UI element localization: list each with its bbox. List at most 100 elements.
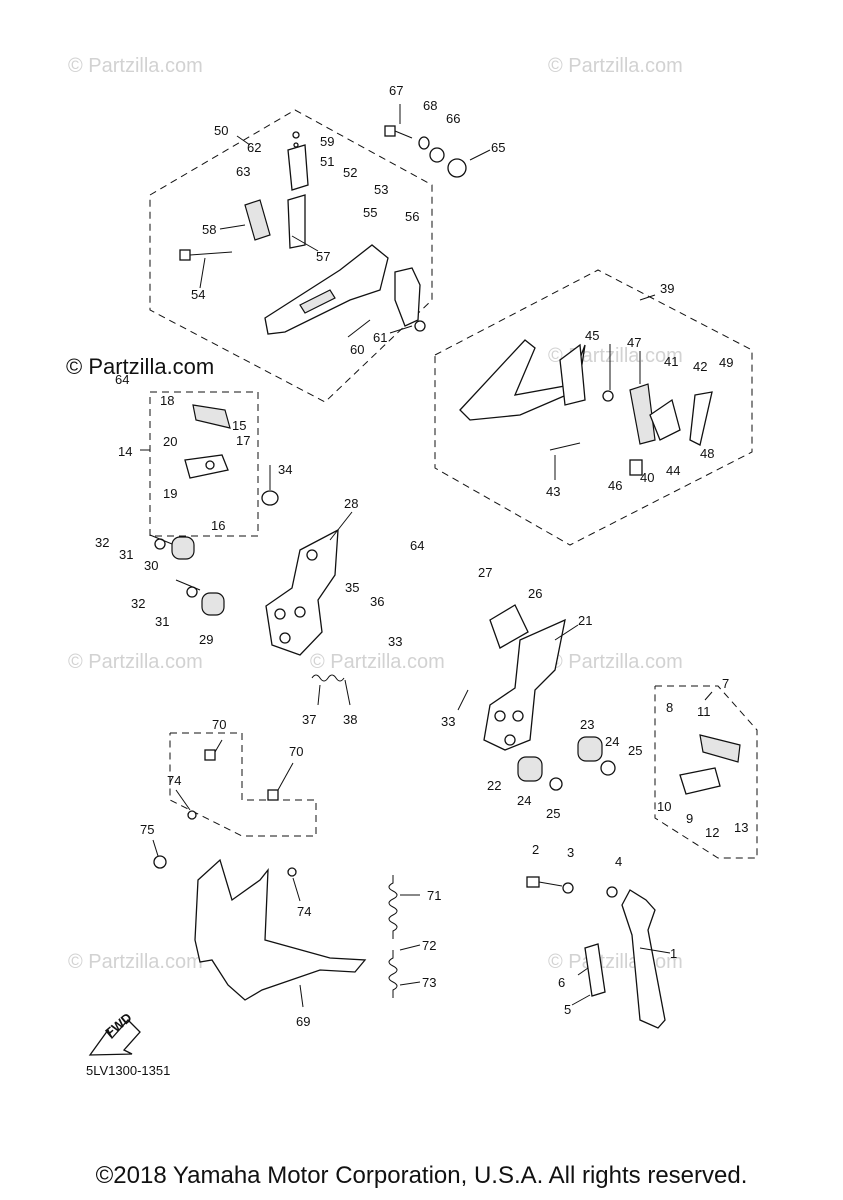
callout-71: 71 (427, 888, 441, 903)
diagram-code: 5LV1300-1351 (86, 1063, 170, 1078)
callout-32: 32 (131, 596, 145, 611)
callout-32: 32 (95, 535, 109, 550)
callout-6: 6 (558, 975, 565, 990)
callout-52: 52 (343, 165, 357, 180)
watermark: © Partzilla.com (548, 55, 683, 77)
callout-64: 64 (115, 372, 129, 387)
callout-74: 74 (297, 904, 311, 919)
callout-37: 37 (302, 712, 316, 727)
callout-16: 16 (211, 518, 225, 533)
leader-lines (140, 104, 713, 1008)
callout-54: 54 (191, 287, 205, 302)
callout-15: 15 (232, 418, 246, 433)
callout-39: 39 (660, 281, 674, 296)
callout-29: 29 (199, 632, 213, 647)
callout-66: 66 (446, 111, 460, 126)
callout-75: 75 (140, 822, 154, 837)
callout-60: 60 (350, 342, 364, 357)
callout-13: 13 (734, 820, 748, 835)
callout-73: 73 (422, 975, 436, 990)
callout-69: 69 (296, 1014, 310, 1029)
callout-55: 55 (363, 205, 377, 220)
callout-38: 38 (343, 712, 357, 727)
assembly-outline-39 (434, 269, 753, 546)
callout-22: 22 (487, 778, 501, 793)
spring-part (388, 875, 398, 939)
watermark: © Partzilla.com (68, 951, 203, 973)
fwd-arrow-icon (88, 1019, 141, 1056)
callout-47: 47 (627, 335, 641, 350)
callout-10: 10 (657, 799, 671, 814)
callout-18: 18 (160, 393, 174, 408)
callout-64: 64 (410, 538, 424, 553)
callout-58: 58 (202, 222, 216, 237)
callout-70: 70 (212, 717, 226, 732)
footpeg-part (699, 734, 741, 763)
callout-14: 14 (118, 444, 132, 459)
callout-44: 44 (666, 463, 680, 478)
callout-72: 72 (422, 938, 436, 953)
callout-42: 42 (693, 359, 707, 374)
callout-17: 17 (236, 433, 250, 448)
callout-28: 28 (344, 496, 358, 511)
side-stand (621, 889, 666, 1029)
callout-62: 62 (247, 140, 261, 155)
watermark-dark: © Partzilla.com (66, 354, 214, 379)
watermark: © Partzilla.com (548, 951, 683, 973)
callout-65: 65 (491, 140, 505, 155)
assembly-outline-14 (149, 391, 259, 537)
rearset-plate (265, 528, 339, 656)
callout-63: 63 (236, 164, 250, 179)
callout-12: 12 (705, 825, 719, 840)
callout-57: 57 (316, 249, 330, 264)
callout-20: 20 (163, 434, 177, 449)
spring-part (388, 950, 398, 998)
watermark: © Partzilla.com (68, 55, 203, 77)
callout-5: 5 (564, 1002, 571, 1017)
callout-59: 59 (320, 134, 334, 149)
callout-27: 27 (478, 565, 492, 580)
callout-8: 8 (666, 700, 673, 715)
callout-7: 7 (722, 676, 729, 691)
callout-34: 34 (278, 462, 292, 477)
callout-31: 31 (119, 547, 133, 562)
callout-9: 9 (686, 811, 693, 826)
callout-33: 33 (441, 714, 455, 729)
callout-45: 45 (585, 328, 599, 343)
callout-26: 26 (528, 586, 542, 601)
footpeg-part (244, 199, 271, 241)
callout-48: 48 (700, 446, 714, 461)
callout-49: 49 (719, 355, 733, 370)
watermark: © Partzilla.com (68, 651, 203, 673)
copyright-notice: ©2018 Yamaha Motor Corporation, U.S.A. A… (95, 1162, 748, 1189)
callout-11: 11 (697, 704, 711, 719)
bracket-part (264, 244, 389, 335)
center-stand (194, 858, 367, 1001)
callout-53: 53 (374, 182, 388, 197)
callout-23: 23 (580, 717, 594, 732)
callout-40: 40 (640, 470, 654, 485)
callout-21: 21 (578, 613, 592, 628)
assembly-outline-50 (149, 109, 433, 403)
callout-25: 25 (628, 743, 642, 758)
callout-19: 19 (163, 486, 177, 501)
callout-43: 43 (546, 484, 560, 499)
callout-68: 68 (423, 98, 437, 113)
callout-2: 2 (532, 842, 539, 857)
callout-4: 4 (615, 854, 622, 869)
callout-46: 46 (608, 478, 622, 493)
callout-25: 25 (546, 806, 560, 821)
callout-61: 61 (373, 330, 387, 345)
callout-35: 35 (345, 580, 359, 595)
footpeg-part (192, 404, 231, 429)
callout-70: 70 (289, 744, 303, 759)
callout-67: 67 (389, 83, 403, 98)
callout-labels: 1 2 3 4 5 6 7 8 9 10 11 12 13 14 15 16 1… (95, 83, 748, 1029)
callout-24: 24 (517, 793, 531, 808)
callout-51: 51 (320, 154, 334, 169)
callout-1: 1 (670, 946, 677, 961)
callout-3: 3 (567, 845, 574, 860)
watermark: © Partzilla.com (548, 651, 683, 673)
callout-24: 24 (605, 734, 619, 749)
